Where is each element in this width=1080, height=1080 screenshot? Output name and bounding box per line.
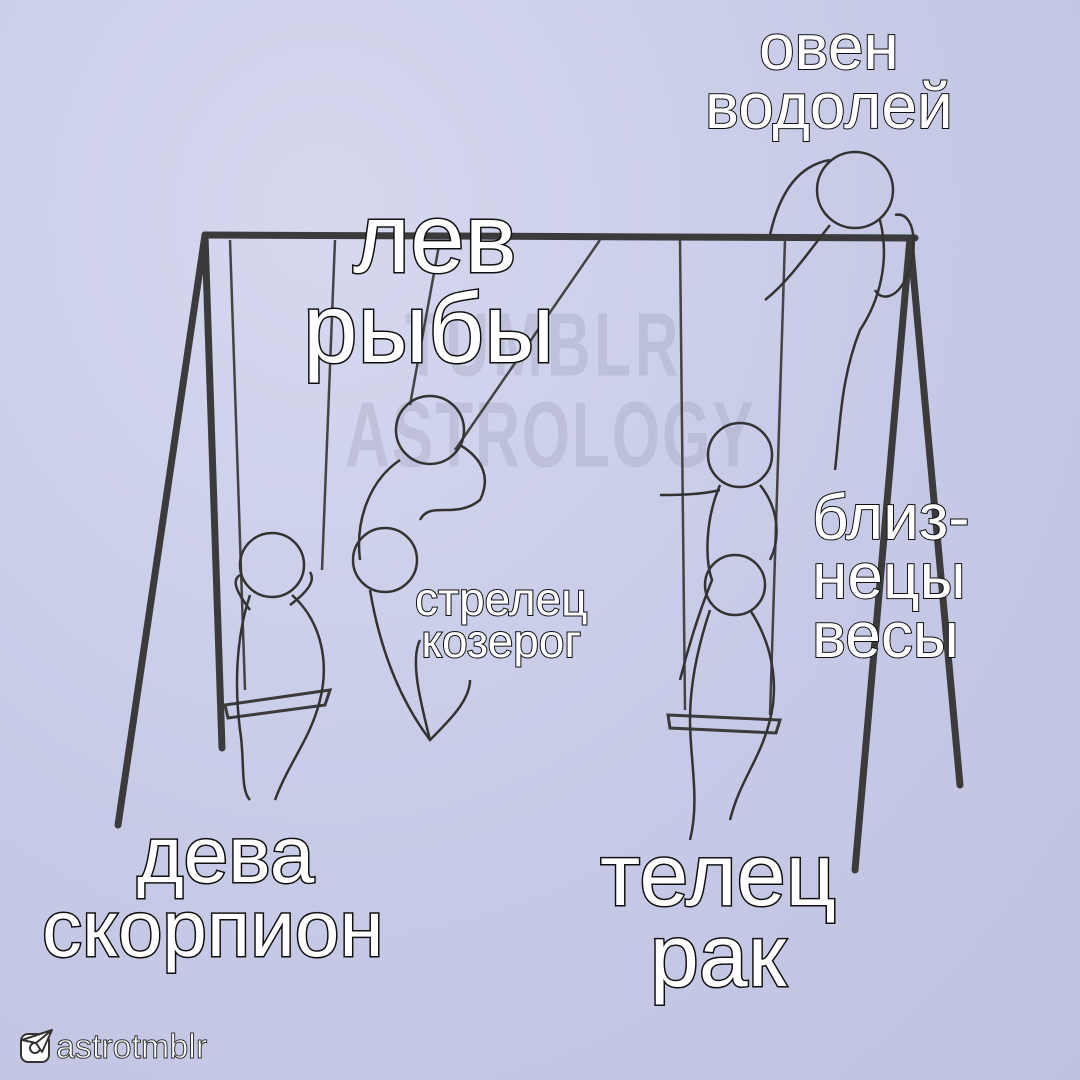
label-taurus-cancer: телец рак xyxy=(598,825,837,1005)
label-line: телец xyxy=(598,825,837,924)
label-line: весы xyxy=(811,598,960,671)
label-line: дева xyxy=(136,810,316,899)
label-sagittarius-capricorn: стрелец козерог xyxy=(414,573,588,668)
figure-left xyxy=(234,531,326,801)
paper-plane-icon xyxy=(21,1029,53,1053)
swing-frame xyxy=(114,231,964,874)
label-line: рак xyxy=(648,905,787,1005)
label-line: лев xyxy=(352,183,519,293)
figure-climbing xyxy=(764,150,915,471)
figure-right-pair xyxy=(659,421,778,841)
label-gemini-libra: близ- нецы весы xyxy=(811,481,971,671)
label-line: козерог xyxy=(420,615,582,668)
swing-seats xyxy=(223,688,783,735)
label-line: стрелец xyxy=(414,573,588,625)
label-line: рыбы xyxy=(302,273,557,384)
swing-chains xyxy=(228,239,787,716)
label-line: скорпион xyxy=(41,883,386,973)
label-line: близ- xyxy=(811,481,971,553)
figure-flipping xyxy=(351,394,487,742)
label-aries-aquarius: овен водолей xyxy=(704,11,954,142)
label-leo-pisces: лев рыбы xyxy=(302,183,557,384)
label-line: водолей xyxy=(704,69,954,142)
label-line: нецы xyxy=(811,539,967,612)
instagram-handle: astrotmblr xyxy=(20,1028,208,1067)
watermark-line-1: TUMBLR xyxy=(405,294,683,395)
label-virgo-scorpio: дева скорпион xyxy=(41,810,386,973)
label-line: овен xyxy=(758,11,900,83)
handle-text: astrotmblr xyxy=(55,1028,208,1067)
